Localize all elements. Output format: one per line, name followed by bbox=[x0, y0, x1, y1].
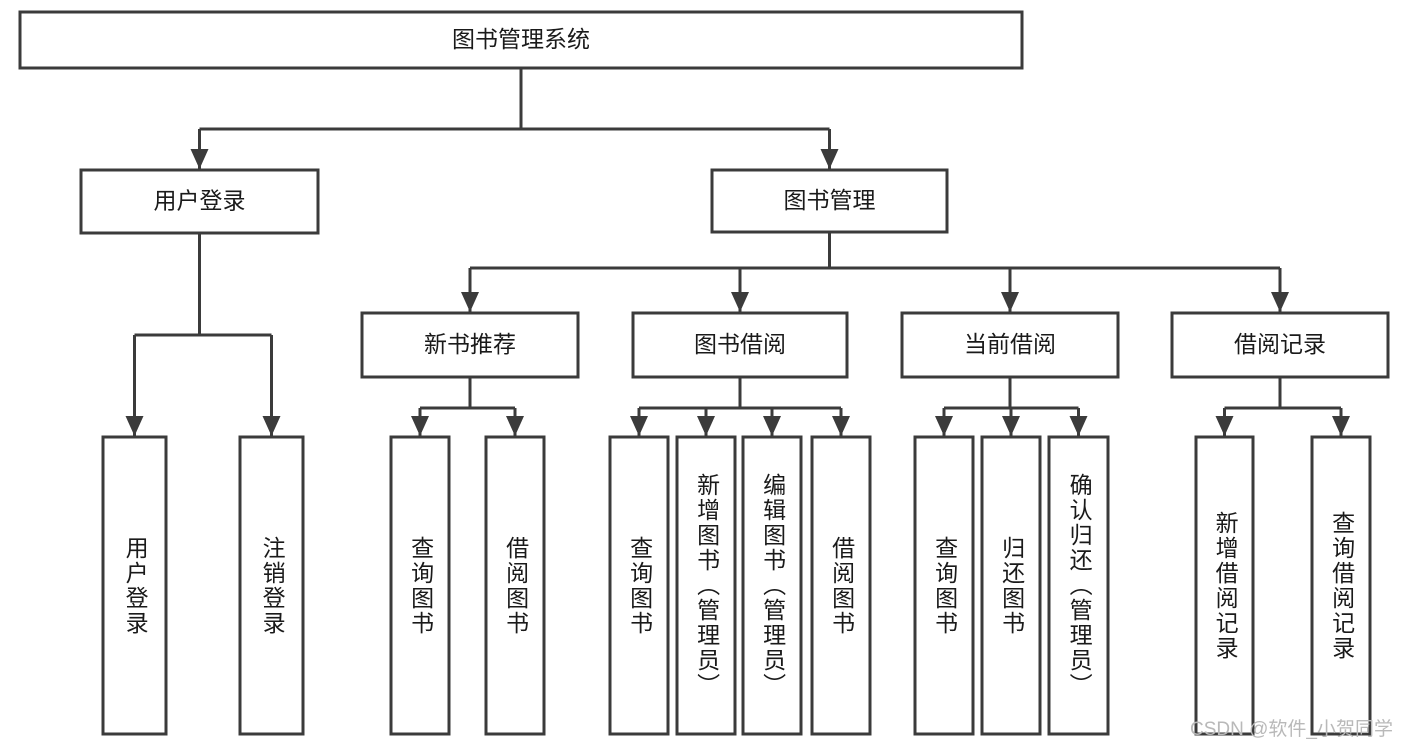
arrow-head-icon bbox=[1002, 416, 1020, 436]
arrow-head-icon bbox=[935, 416, 953, 436]
node-box-当前借阅[interactable] bbox=[900, 311, 1120, 379]
node-label-图书管理: 图书管理 bbox=[784, 187, 876, 213]
node-box-编辑图书管理员[interactable] bbox=[741, 435, 803, 736]
arrow-head-icon bbox=[832, 416, 850, 436]
arrow-head-icon bbox=[697, 416, 715, 436]
node-label-用户登录: 用户登录 bbox=[154, 188, 246, 214]
connector-layer bbox=[125, 68, 1350, 436]
node-box-用户登录[interactable] bbox=[79, 168, 320, 235]
node-box-图书管理[interactable] bbox=[710, 168, 949, 234]
arrow-head-icon bbox=[763, 416, 781, 436]
arrow-head-icon bbox=[630, 416, 648, 436]
node-box-注销登录[interactable] bbox=[238, 435, 305, 736]
node-box-借阅记录[interactable] bbox=[1170, 311, 1390, 379]
arrow-head-icon bbox=[1069, 416, 1088, 436]
node-label-新书推荐: 新书推荐 bbox=[424, 331, 516, 357]
arrow-head-icon bbox=[262, 416, 281, 436]
arrow-head-icon bbox=[461, 292, 479, 312]
arrow-head-icon bbox=[411, 416, 429, 436]
arrow-head-icon bbox=[190, 149, 209, 169]
node-box-查询借阅记录[interactable] bbox=[1310, 435, 1372, 736]
node-layer bbox=[18, 10, 1390, 736]
node-label-当前借阅: 当前借阅 bbox=[964, 331, 1056, 357]
arrow-head-icon bbox=[125, 416, 144, 436]
node-label-图书管理系统: 图书管理系统 bbox=[452, 26, 590, 52]
node-box-新增借阅记录[interactable] bbox=[1194, 435, 1255, 736]
arrow-head-icon bbox=[1271, 292, 1289, 312]
node-box-借阅图书[interactable] bbox=[484, 435, 546, 736]
arrow-head-icon bbox=[1332, 416, 1350, 436]
node-box-查询图书[interactable] bbox=[389, 435, 451, 736]
node-box-查询图书[interactable] bbox=[913, 435, 975, 736]
arrow-head-icon bbox=[731, 292, 749, 312]
node-box-确认归还管理员[interactable] bbox=[1047, 435, 1110, 736]
node-box-新增图书管理员[interactable] bbox=[675, 435, 737, 736]
node-box-查询图书[interactable] bbox=[608, 435, 670, 736]
arrow-head-icon bbox=[1001, 292, 1019, 312]
node-box-借阅图书[interactable] bbox=[810, 435, 872, 736]
node-box-归还图书[interactable] bbox=[980, 435, 1042, 736]
node-box-新书推荐[interactable] bbox=[360, 311, 580, 379]
arrow-head-icon bbox=[820, 149, 839, 169]
watermark-credit: CSDN @软件_小贺同学 bbox=[1190, 719, 1393, 740]
node-box-图书借阅[interactable] bbox=[631, 311, 849, 379]
node-label-借阅记录: 借阅记录 bbox=[1234, 331, 1326, 357]
node-box-图书管理系统[interactable] bbox=[18, 10, 1024, 70]
arrow-head-icon bbox=[506, 416, 524, 436]
arrow-head-icon bbox=[1215, 416, 1234, 436]
node-box-用户登录[interactable] bbox=[101, 435, 168, 736]
node-label-图书借阅: 图书借阅 bbox=[694, 331, 786, 357]
